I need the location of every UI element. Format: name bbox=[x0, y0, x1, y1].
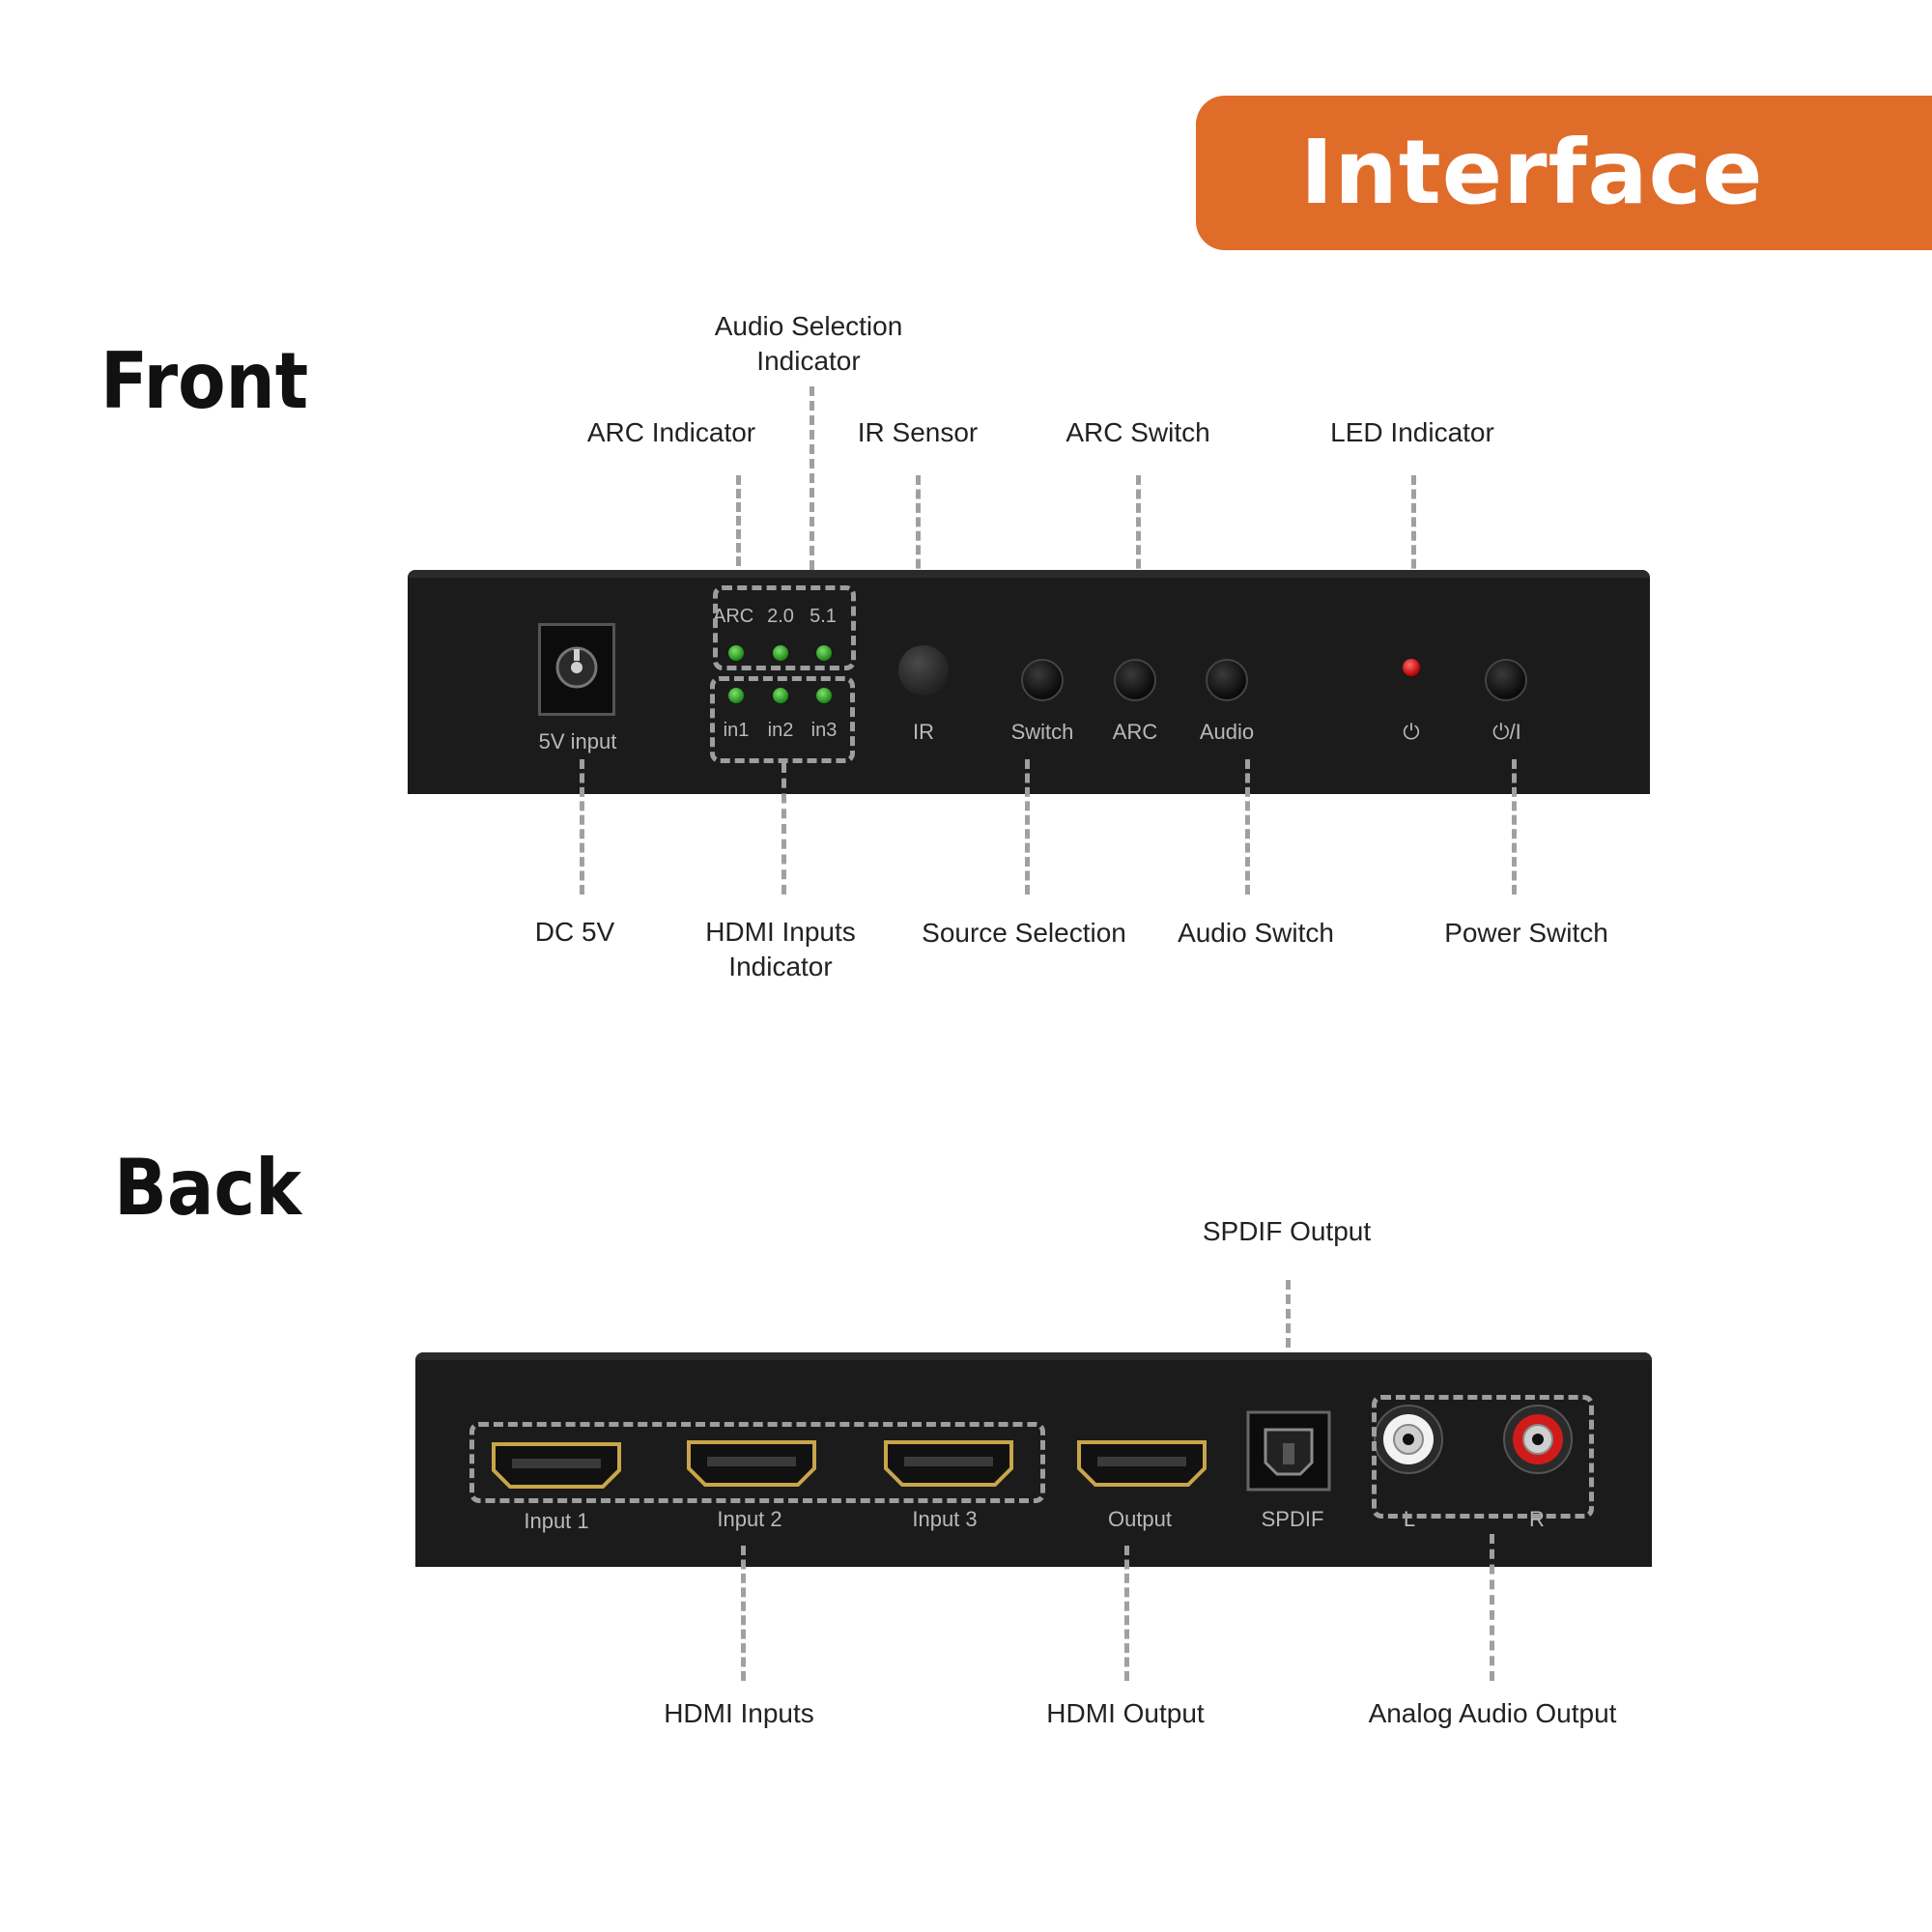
rca-jack-icon[interactable] bbox=[1372, 1403, 1445, 1476]
leader-analog-audio bbox=[1490, 1534, 1494, 1681]
leader-dc-5v bbox=[580, 759, 584, 895]
callout-audio-selection-indicator: Audio Selection Indicator bbox=[714, 311, 903, 376]
callout-arc-switch: ARC Switch bbox=[1065, 417, 1210, 447]
highlight-audio-indicators bbox=[713, 585, 856, 670]
rca-jack-icon[interactable] bbox=[1501, 1403, 1575, 1476]
callout-ir-sensor: IR Sensor bbox=[857, 417, 979, 447]
callout-led-indicator: LED Indicator bbox=[1330, 417, 1494, 447]
callout-dc-5v: DC 5V bbox=[534, 917, 615, 947]
callout-audio-switch: Audio Switch bbox=[1178, 918, 1334, 948]
dc-jack-icon bbox=[538, 623, 615, 716]
led-arc bbox=[728, 645, 744, 661]
leader-hdmi-inputs-indicator bbox=[781, 763, 786, 895]
silk-arc-button: ARC bbox=[1112, 720, 1158, 744]
callout-hdmi-output: HDMI Output bbox=[1046, 1698, 1205, 1728]
hdmi-port-icon[interactable] bbox=[1076, 1439, 1208, 1488]
interface-banner: Interface bbox=[1196, 96, 1932, 250]
silk-input1: Input 1 bbox=[524, 1509, 589, 1533]
silk-ir: IR bbox=[913, 720, 934, 744]
dc-jack-graphic bbox=[555, 646, 598, 689]
audio-button[interactable] bbox=[1206, 659, 1248, 701]
front-panel-top-edge bbox=[408, 570, 1650, 578]
leader-arc-switch bbox=[1136, 475, 1141, 611]
silk-in2: in2 bbox=[767, 720, 794, 741]
leader-hdmi-output bbox=[1124, 1546, 1129, 1681]
callout-hdmi-inputs: HDMI Inputs bbox=[664, 1698, 814, 1728]
silk-in1: in1 bbox=[723, 720, 750, 741]
silk-5-1: 5.1 bbox=[810, 606, 837, 627]
power-icon: ⏻ bbox=[1403, 720, 1420, 744]
silk-input2: Input 2 bbox=[717, 1507, 782, 1531]
hdmi-port-icon[interactable] bbox=[491, 1441, 622, 1490]
led-2-0 bbox=[773, 645, 788, 661]
front-title: Front bbox=[100, 336, 309, 426]
led-in3 bbox=[816, 688, 832, 703]
leader-arc-indicator bbox=[736, 475, 741, 580]
silk-audio: Audio bbox=[1199, 720, 1255, 744]
silk-arc: ARC bbox=[713, 606, 754, 627]
leader-spdif-output bbox=[1286, 1280, 1291, 1420]
silk-spdif: SPDIF bbox=[1261, 1507, 1324, 1531]
silk-2-0: 2.0 bbox=[767, 606, 794, 627]
power-button[interactable] bbox=[1485, 659, 1527, 701]
silk-output: Output bbox=[1107, 1507, 1173, 1531]
callout-analog-audio-output: Analog Audio Output bbox=[1368, 1698, 1617, 1728]
silk-in3: in3 bbox=[810, 720, 838, 741]
back-panel bbox=[415, 1352, 1652, 1567]
arc-button[interactable] bbox=[1114, 659, 1156, 701]
callout-hdmi-inputs-indicator: HDMI Inputs Indicator bbox=[705, 917, 856, 981]
banner-title: Interface bbox=[1300, 121, 1764, 224]
led-in2 bbox=[773, 688, 788, 703]
callout-arc-indicator: ARC Indicator bbox=[586, 417, 756, 447]
switch-button[interactable] bbox=[1021, 659, 1064, 701]
led-in1 bbox=[728, 688, 744, 703]
leader-hdmi-inputs bbox=[741, 1546, 746, 1681]
highlight-hdmi-input-indicators bbox=[710, 676, 855, 763]
silk-input3: Input 3 bbox=[912, 1507, 978, 1531]
optical-port-icon[interactable] bbox=[1246, 1410, 1331, 1492]
leader-source-selection bbox=[1025, 759, 1030, 895]
led-5-1 bbox=[816, 645, 832, 661]
back-title: Back bbox=[114, 1143, 302, 1233]
hdmi-port-icon[interactable] bbox=[883, 1439, 1014, 1488]
silk-power-button: ⏻/I bbox=[1492, 720, 1521, 744]
leader-power-switch bbox=[1512, 759, 1517, 895]
highlight-analog-audio bbox=[1372, 1395, 1594, 1519]
ir-sensor-window bbox=[898, 645, 949, 696]
leader-audio-selection bbox=[810, 386, 814, 584]
back-panel-top-edge bbox=[415, 1352, 1652, 1360]
leader-ir-sensor bbox=[916, 475, 921, 611]
silk-switch: Switch bbox=[1010, 720, 1074, 744]
silk-right: R bbox=[1529, 1507, 1545, 1531]
callout-power-switch: Power Switch bbox=[1444, 918, 1608, 948]
leader-led-indicator bbox=[1411, 475, 1416, 611]
led-power bbox=[1403, 659, 1420, 676]
highlight-hdmi-inputs bbox=[469, 1422, 1045, 1503]
silk-left: L bbox=[1403, 1507, 1416, 1531]
hdmi-port-icon[interactable] bbox=[686, 1439, 817, 1488]
leader-audio-switch bbox=[1245, 759, 1250, 895]
callout-source-selection: Source Selection bbox=[922, 918, 1126, 948]
callout-spdif-output: SPDIF Output bbox=[1202, 1216, 1372, 1246]
silk-dc-input: 5V input bbox=[538, 729, 617, 753]
